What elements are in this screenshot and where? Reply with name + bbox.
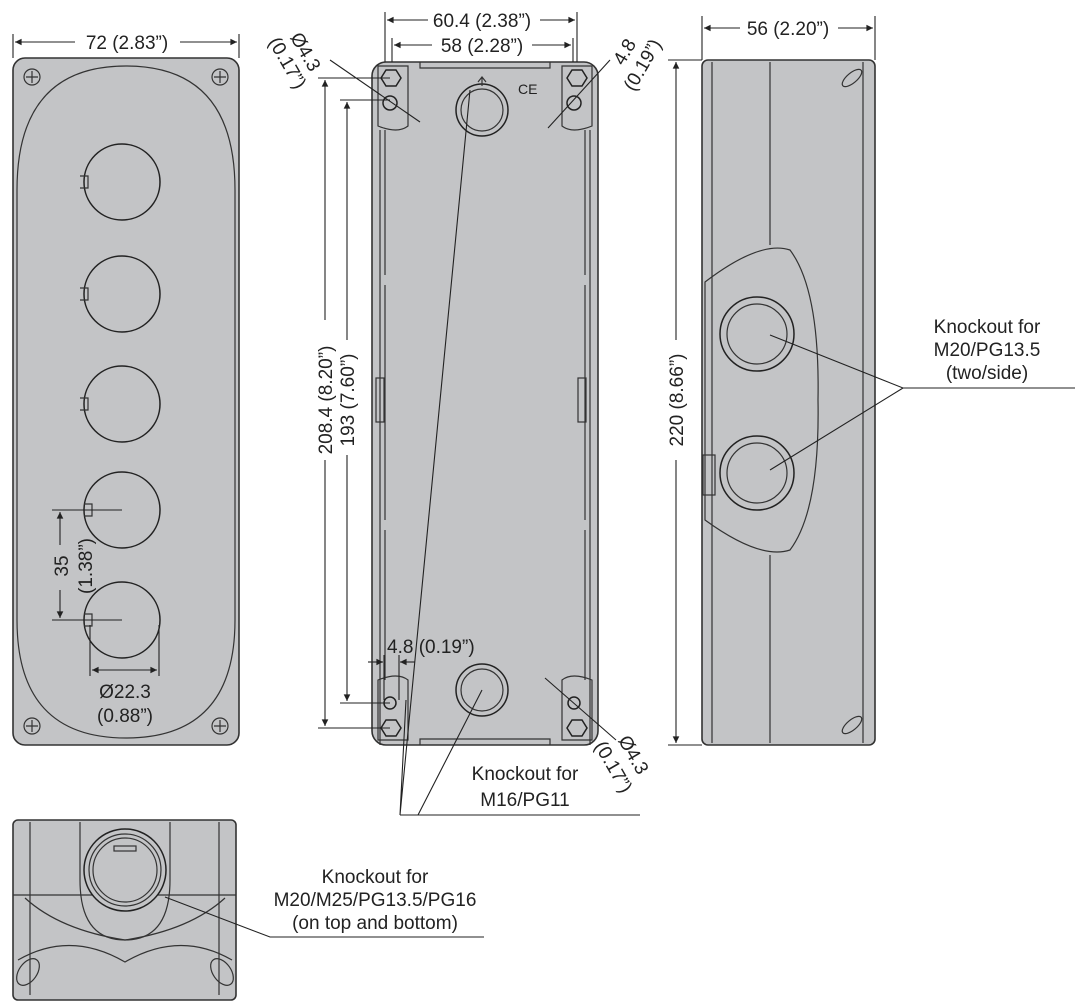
top-view: Knockout for M20/M25/PG13.5/PG16 (on top… <box>12 819 484 1001</box>
knockout-top-label-2: M20/M25/PG13.5/PG16 <box>274 890 477 911</box>
side-view: 56 (2.20”) 220 (8.66”) Knockout for M20/… <box>667 16 1075 746</box>
knockout-m20-label-3: (two/side) <box>946 363 1028 384</box>
knockout-m20-label-2: M20/PG13.5 <box>934 340 1041 361</box>
side-height-dim: 220 (8.66”) <box>667 354 688 447</box>
knockout-m20-label: Knockout for <box>934 317 1041 338</box>
inner-height-dim: 193 (7.60”) <box>338 354 359 447</box>
knockout-top-label: Knockout for <box>322 867 429 888</box>
screw-icons <box>23 68 229 735</box>
outer-height-dim: 208.4 (8.20”) <box>316 346 337 455</box>
front-width-dim: 72 (2.83”) <box>86 33 168 54</box>
knockout-top-label-3: (on top and bottom) <box>292 913 458 934</box>
knockout-m20 <box>719 296 795 511</box>
side-width-dim: 56 (2.20”) <box>747 19 829 40</box>
knockout-m16-label: Knockout for <box>472 764 579 785</box>
button-holes <box>80 143 161 659</box>
arrow-up-icon <box>477 76 487 86</box>
pitch-dim-inch: (1.38”) <box>76 538 97 594</box>
mounting-holes <box>380 69 588 737</box>
inner-width-dim: 58 (2.28”) <box>441 36 523 57</box>
hole-dim: Ø22.3 <box>99 682 151 703</box>
ce-mark: CE <box>518 81 537 97</box>
offset-dim: 4.8 (0.19”) <box>387 637 475 658</box>
knockout-m16-label-2: M16/PG11 <box>480 790 569 811</box>
front-view: 72 (2.83”) 35 (1.38”) Ø22.3 (0.88”) <box>12 33 240 746</box>
pitch-dim: 35 <box>52 555 73 576</box>
hole-dim-inch: (0.88”) <box>97 706 153 727</box>
back-view: CE 60.4 (2.38”) 58 (2.28”) 208.4 (8.20”)… <box>264 11 666 816</box>
outer-width-dim: 60.4 (2.38”) <box>433 11 531 32</box>
